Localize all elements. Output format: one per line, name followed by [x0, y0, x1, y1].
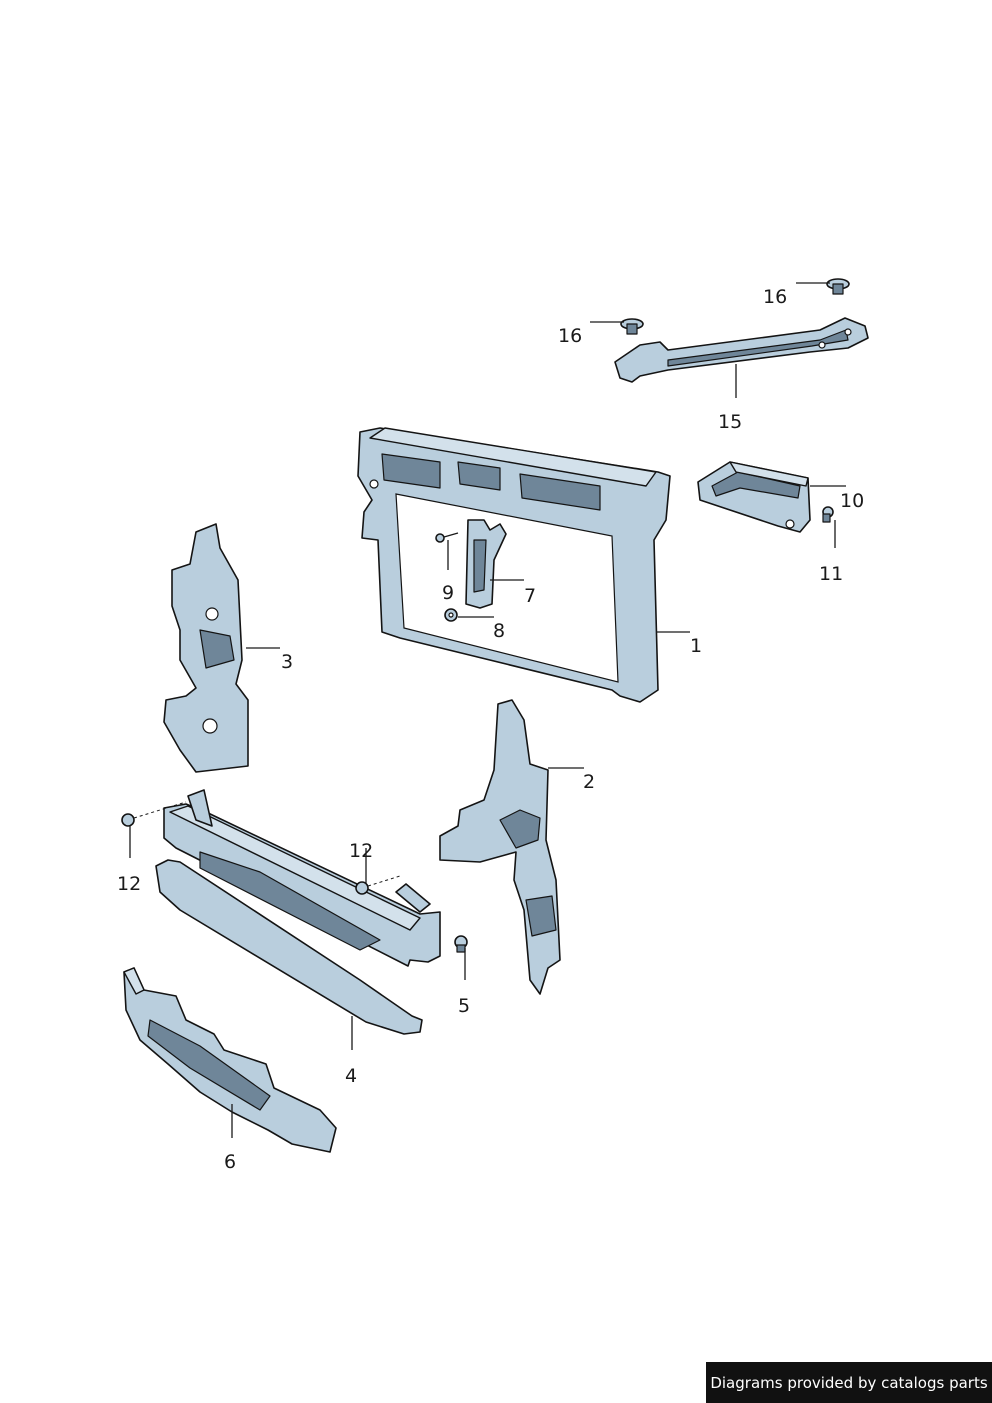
part-12-screw-left[interactable] — [121, 801, 187, 827]
credit-banner: Diagrams provided by catalogs parts — [706, 1362, 992, 1403]
part-4-bumper-carrier[interactable] — [155, 789, 441, 1035]
part-15-upper-bracket[interactable] — [614, 317, 869, 383]
callout-16-left: 16 — [558, 325, 582, 347]
callout-1: 1 — [690, 635, 702, 657]
callout-16-right: 16 — [763, 286, 787, 308]
callout-15: 15 — [718, 411, 742, 433]
part-3-left-air-guide[interactable] — [163, 523, 249, 773]
callout-9: 9 — [442, 582, 454, 604]
callout-2: 2 — [583, 771, 595, 793]
part-8-nut[interactable] — [444, 608, 458, 622]
part-1-lock-carrier[interactable] — [357, 427, 671, 703]
part-16-clip-left[interactable] — [620, 318, 644, 335]
callout-4: 4 — [345, 1065, 357, 1087]
part-11-bolt[interactable] — [822, 506, 834, 523]
part-6-impact-absorber[interactable] — [123, 967, 337, 1153]
part-16-clip-right[interactable] — [826, 278, 850, 295]
callout-8: 8 — [493, 620, 505, 642]
callout-11: 11 — [819, 563, 843, 585]
callout-7: 7 — [524, 585, 536, 607]
part-7-support[interactable] — [465, 519, 507, 609]
callout-12-left: 12 — [117, 873, 141, 895]
callout-10: 10 — [840, 490, 864, 512]
callout-6: 6 — [224, 1151, 236, 1173]
callout-5: 5 — [458, 995, 470, 1017]
part-2-right-air-guide[interactable] — [439, 699, 561, 995]
part-10-guide-bracket[interactable] — [697, 461, 811, 533]
part-12-screw-right[interactable] — [355, 875, 401, 895]
part-9-screw[interactable] — [435, 532, 459, 543]
callout-3: 3 — [281, 651, 293, 673]
callout-12-right: 12 — [349, 840, 373, 862]
